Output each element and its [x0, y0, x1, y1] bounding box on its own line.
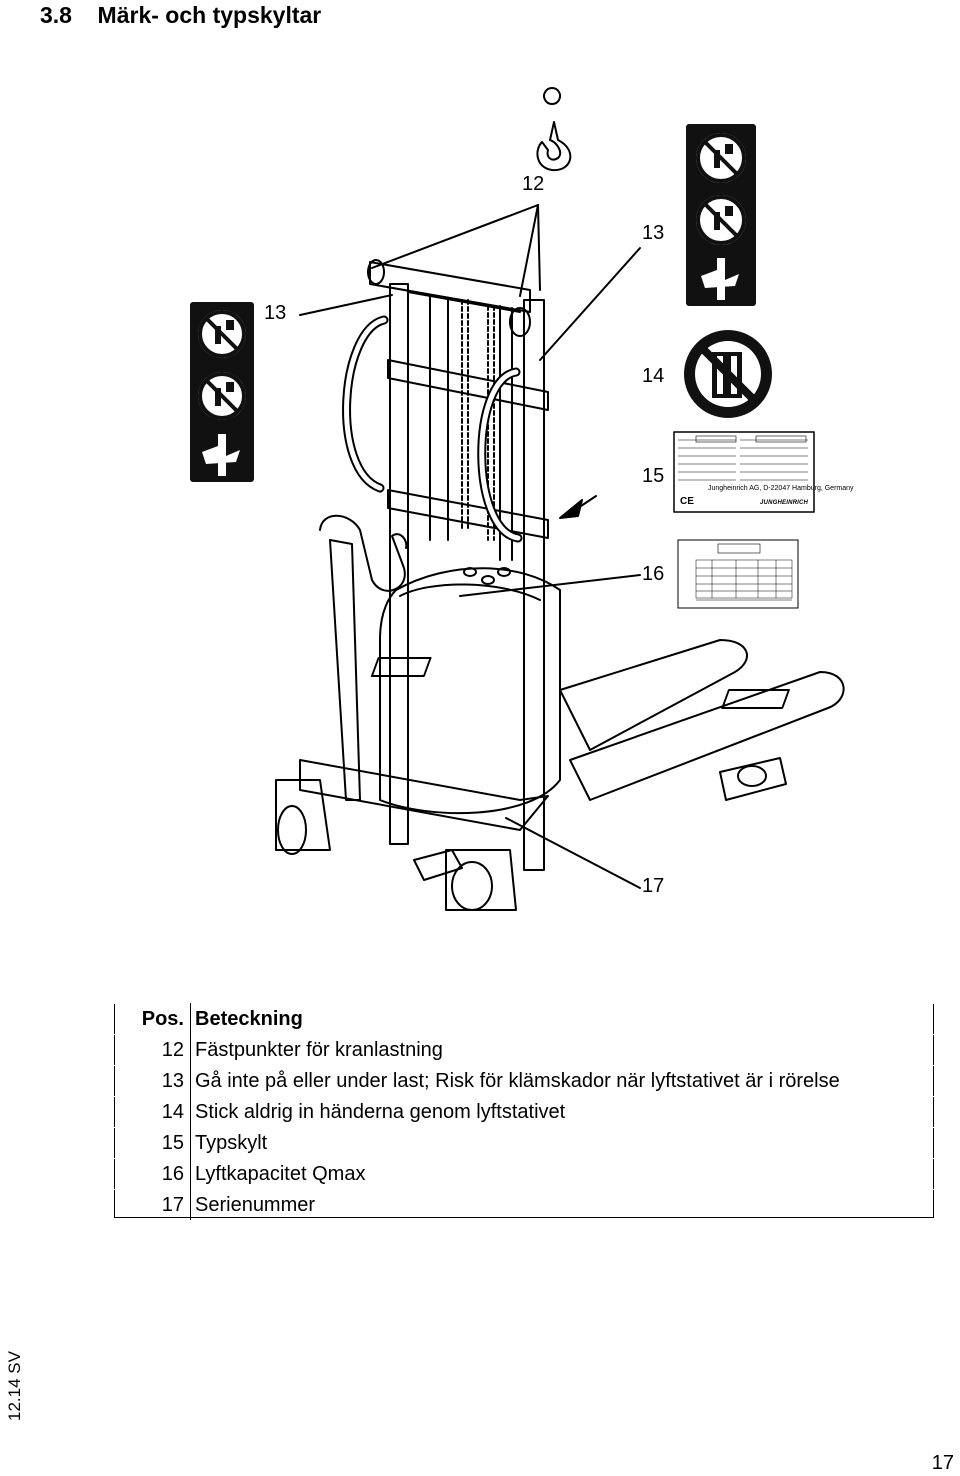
- legend-desc: Lyftkapacitet Qmax: [190, 1158, 934, 1190]
- legend-desc: Gå inte på eller under last; Risk för kl…: [190, 1065, 934, 1097]
- legend-header-desc: Beteckning: [190, 1003, 934, 1035]
- type-plate: [673, 431, 815, 513]
- legend-pos: 14: [114, 1096, 191, 1128]
- capacity-plate: [677, 539, 799, 609]
- type-plate-brand: JUNGHEINRICH: [760, 500, 809, 506]
- no-standing-under-load-icon: [198, 372, 246, 420]
- legend-desc: Typskylt: [190, 1127, 934, 1159]
- no-hands-through-mast-icon: [684, 330, 772, 418]
- callout-12: 12: [522, 173, 545, 195]
- callout-17: 17: [642, 875, 665, 897]
- legend-desc: Stick aldrig in händerna genom lyftstati…: [190, 1096, 934, 1128]
- legend-pos: 15: [114, 1127, 191, 1159]
- page-number: 17: [931, 1452, 954, 1474]
- legend-table: Pos. Beteckning 12 Fästpunkter för kranl…: [114, 1003, 934, 1220]
- table-row: 16 Lyftkapacitet Qmax: [114, 1158, 934, 1190]
- section-title: Märk- och typskyltar: [97, 2, 322, 28]
- legend-pos: 13: [114, 1065, 191, 1097]
- no-standing-under-load-icon: [198, 310, 246, 358]
- callout-14: 14: [642, 365, 665, 387]
- callout-15: 15: [642, 465, 665, 487]
- callout-16: 16: [642, 563, 665, 585]
- table-row: 15 Typskylt: [114, 1127, 934, 1159]
- table-row: 12 Fästpunkter för kranlastning: [114, 1034, 934, 1066]
- crush-hazard-icon: [701, 258, 739, 300]
- warning-sign-13-left: [190, 302, 254, 482]
- table-row: 13 Gå inte på eller under last; Risk för…: [114, 1065, 934, 1097]
- section-number: 3.8: [40, 2, 72, 28]
- callout-13-left: 13: [264, 302, 287, 324]
- legend-pos: 16: [114, 1158, 191, 1190]
- table-row: 17 Serienummer: [114, 1189, 934, 1220]
- legend-desc: Serienummer: [190, 1189, 934, 1220]
- crush-hazard-icon: [202, 434, 240, 476]
- arrow-icon: [559, 499, 583, 519]
- crane-hook-icon: [536, 87, 572, 172]
- no-standing-under-load-icon: [696, 195, 746, 245]
- warning-sign-13-right: [686, 124, 756, 306]
- legend-desc: Fästpunkter för kranlastning: [190, 1034, 934, 1066]
- type-plate-ce-mark: CE: [680, 496, 694, 507]
- section-heading: 3.8 Märk- och typskyltar: [40, 2, 321, 29]
- type-plate-manufacturer: Jungheinrich AG, D-22047 Hamburg, German…: [708, 485, 854, 492]
- no-standing-under-load-icon: [696, 133, 746, 183]
- revision-date: 12.14 SV: [5, 1351, 24, 1421]
- pallet-stacker-figure: [190, 87, 845, 911]
- legend-header-row: Pos. Beteckning: [114, 1003, 934, 1035]
- table-row: 14 Stick aldrig in händerna genom lyftst…: [114, 1096, 934, 1128]
- legend-pos: 12: [114, 1034, 191, 1066]
- legend-header-pos: Pos.: [114, 1003, 191, 1035]
- legend-pos: 17: [114, 1189, 191, 1220]
- callout-13-right: 13: [642, 222, 665, 244]
